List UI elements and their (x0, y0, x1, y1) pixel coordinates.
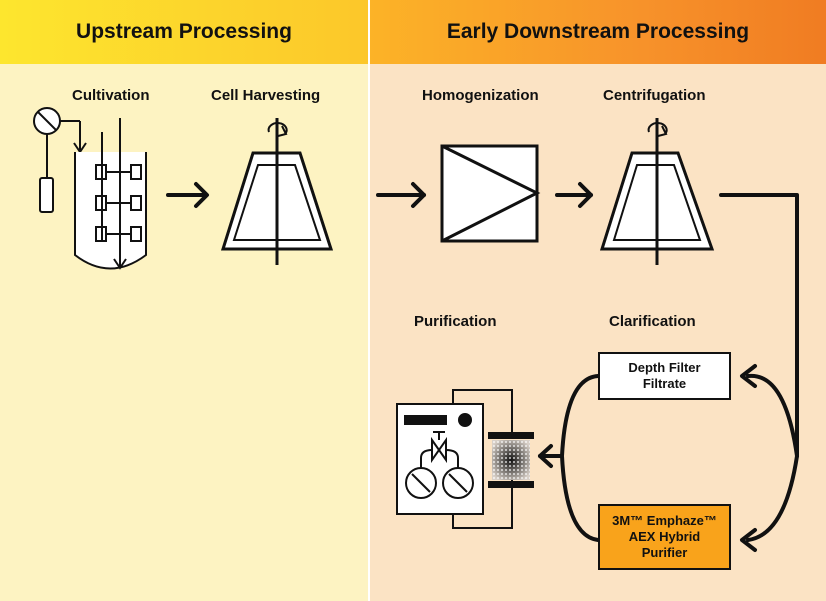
depth-filter-box: Depth Filter Filtrate (598, 352, 731, 400)
bioreactor-icon (33, 107, 147, 270)
clarification-label: Clarification (609, 313, 696, 330)
cell-harvesting-label: Cell Harvesting (211, 87, 321, 104)
arrow-icon (166, 182, 209, 208)
upstream-header: Upstream Processing (0, 0, 368, 64)
flow-line (538, 374, 600, 542)
upstream-panel: Upstream Processing (0, 0, 368, 601)
centrifuge-icon (220, 118, 334, 265)
arrow-icon (555, 182, 593, 208)
downstream-header: Early Downstream Processing (370, 0, 826, 64)
emphaze-purifier-box: 3M™ Emphaze™ AEX Hybrid Purifier (598, 504, 731, 570)
centrifugation-label: Centrifugation (603, 87, 706, 104)
panel-divider (368, 0, 370, 601)
homogenizer-icon (440, 144, 541, 243)
chromatography-column-icon (488, 432, 534, 488)
purification-label: Purification (414, 313, 497, 330)
centrifuge-icon (599, 118, 715, 265)
homogenization-label: Homogenization (422, 87, 539, 104)
chromatography-system-icon (396, 389, 513, 529)
cultivation-label: Cultivation (72, 87, 150, 104)
arrow-icon (376, 182, 426, 208)
flow-line (719, 193, 799, 552)
